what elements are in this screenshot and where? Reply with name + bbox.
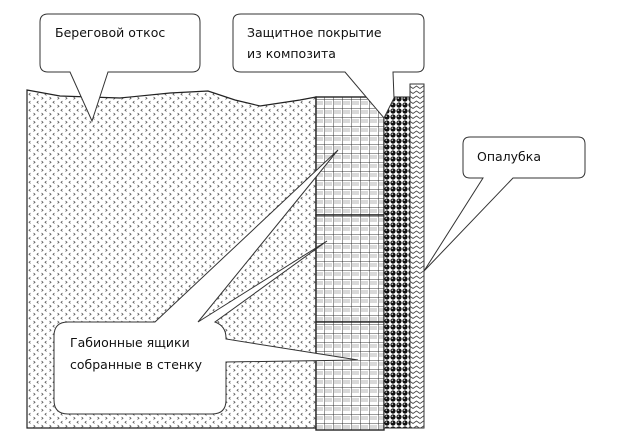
callout-slope-text: Береговой откос (55, 25, 165, 40)
gabion-box-2 (315, 214, 385, 323)
callout-coating: Защитное покрытие из композита (232, 13, 425, 119)
gabion-box-3 (315, 321, 385, 431)
callout-formwork-text: Опалубка (477, 149, 541, 164)
callout-formwork: Опалубка (423, 136, 586, 272)
formwork-layer (409, 83, 425, 429)
gabion-wall (315, 96, 385, 431)
callout-gabions-line-1: Габионные ящики (70, 335, 190, 350)
callout-coating-line-2: из композита (247, 46, 336, 61)
callout-slope: Береговой откос (39, 13, 201, 123)
gabion-box-1 (315, 96, 385, 216)
callout-coating-line-1: Защитное покрытие (247, 25, 382, 40)
callout-gabions: Габионные ящики собранные в стенку (53, 149, 359, 415)
callout-gabions-line-2: собранные в стенку (70, 357, 203, 372)
composite-coating-layer (383, 96, 411, 429)
